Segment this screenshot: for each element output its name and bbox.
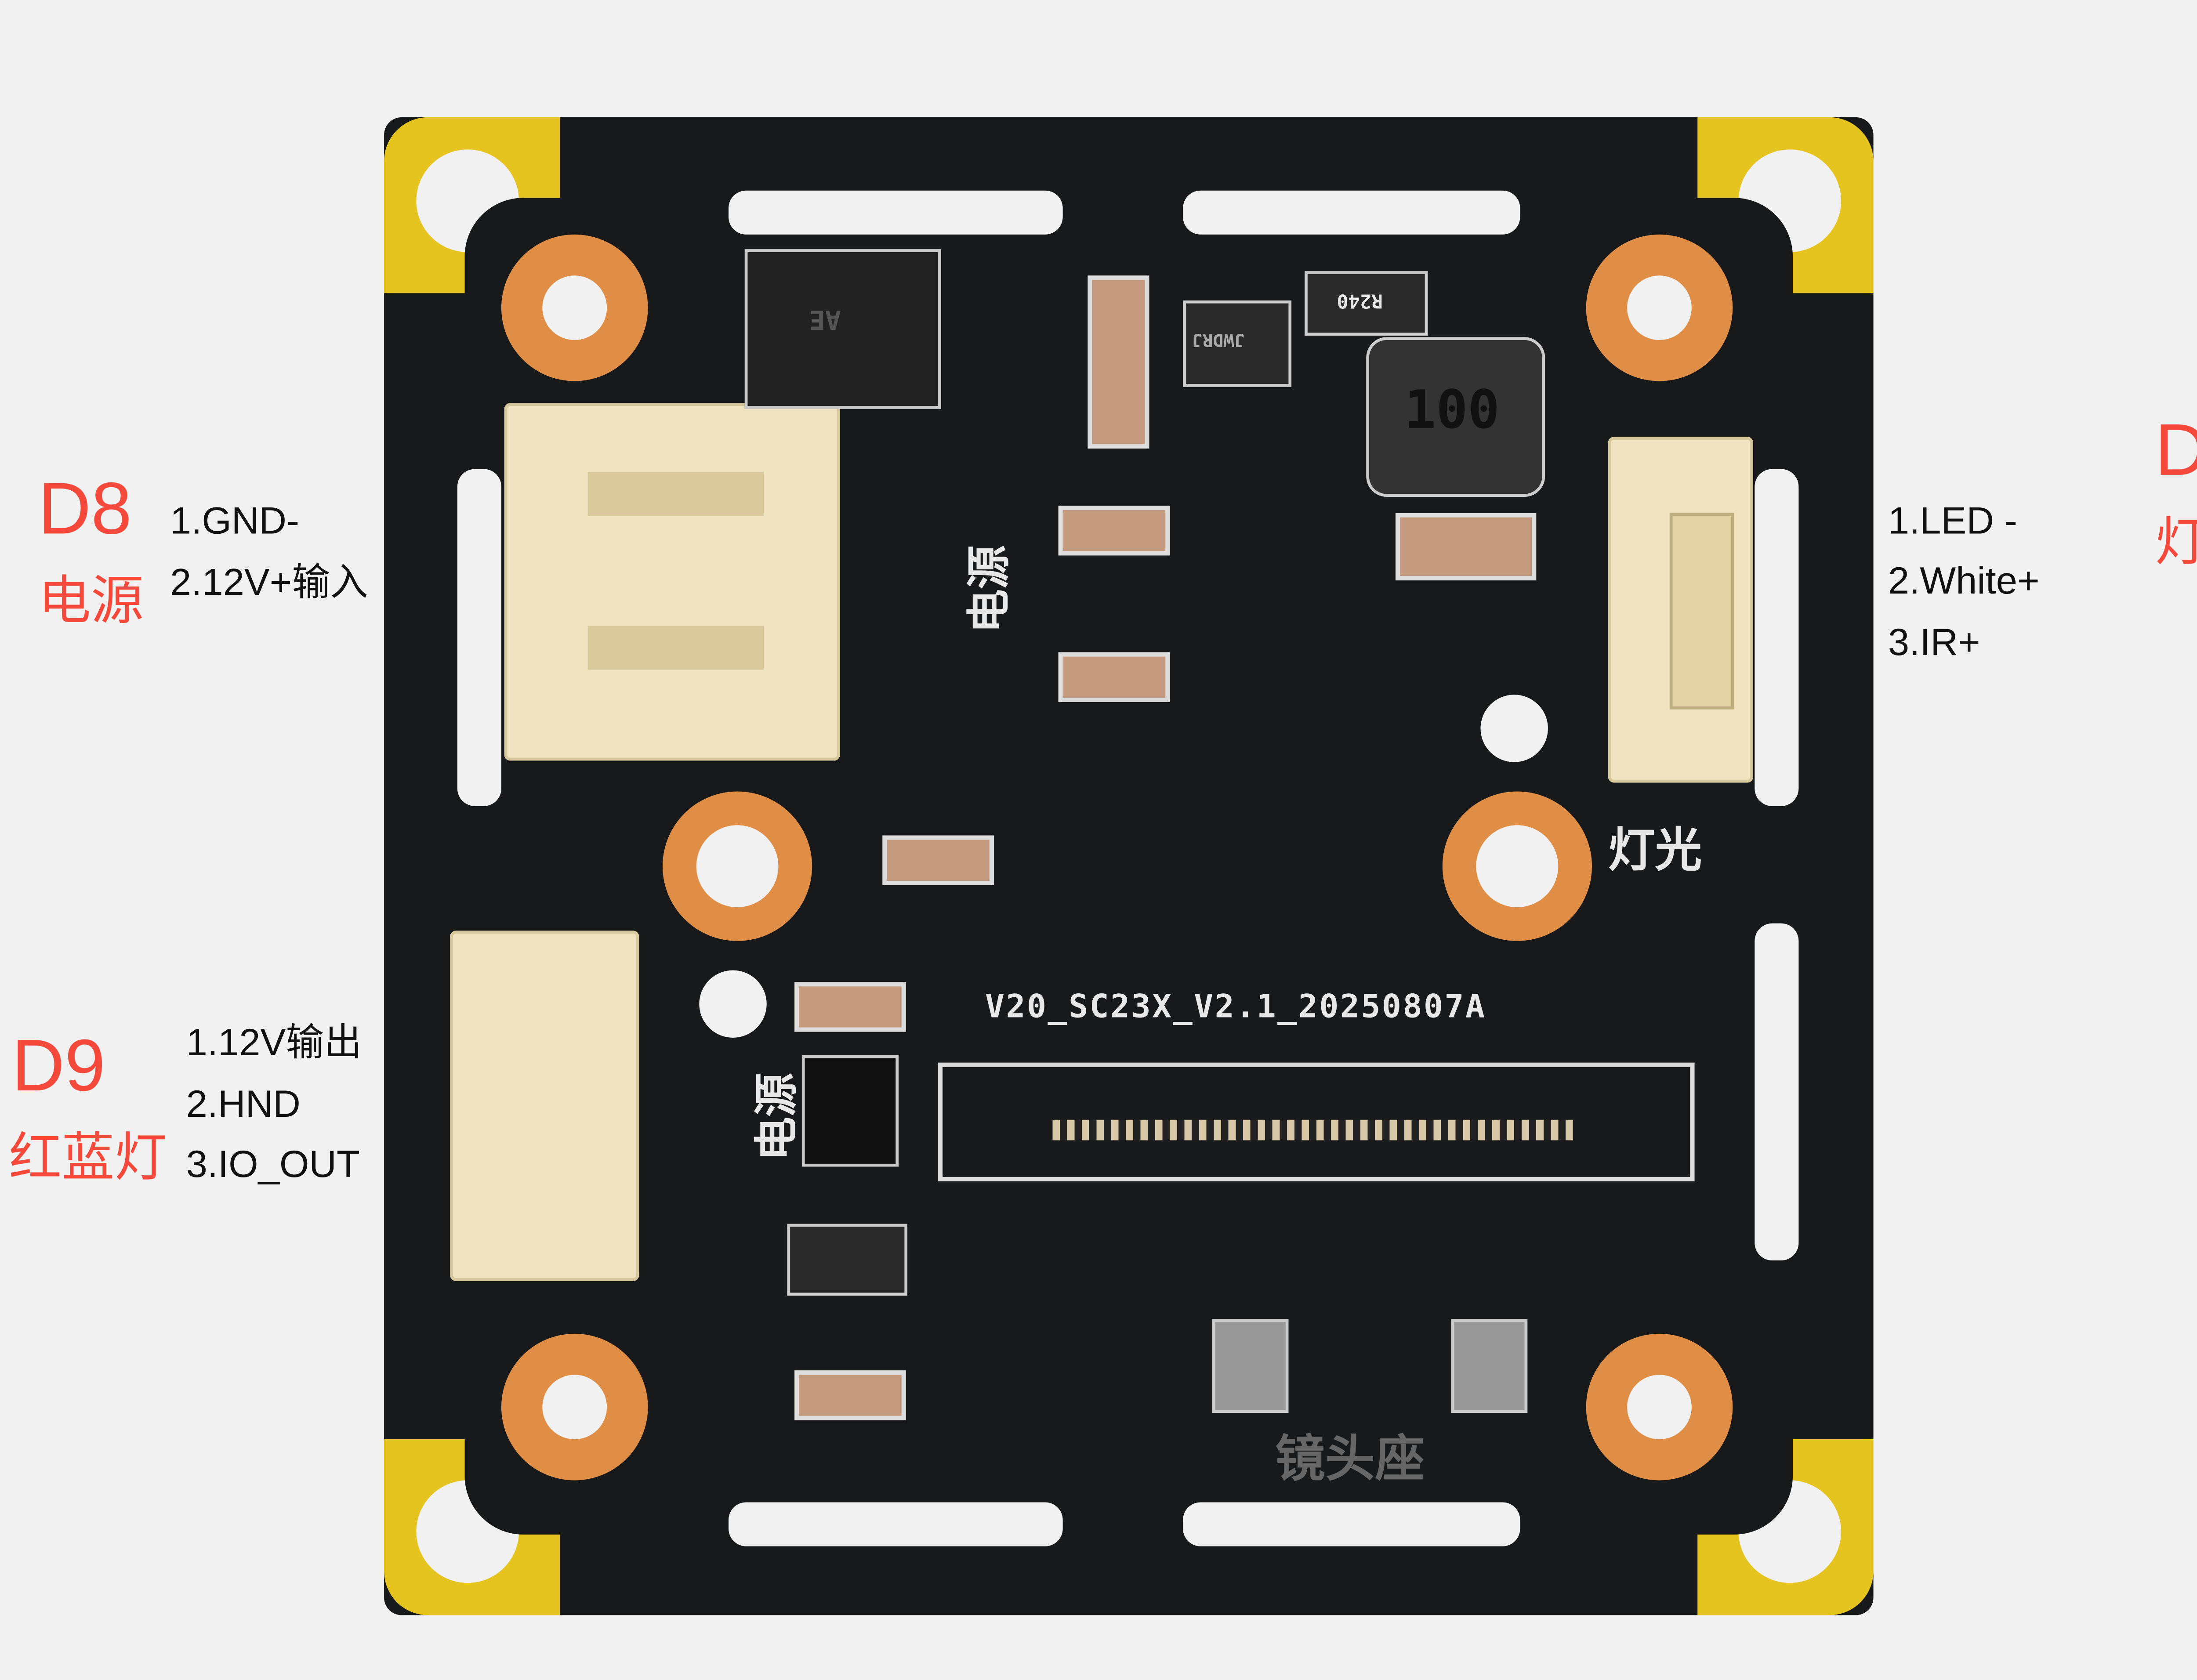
d8-pin-2: 2.12V+输入 xyxy=(170,560,368,604)
d9-id: D9 xyxy=(11,1024,105,1107)
d10-pin-3: 3.IR+ xyxy=(1888,620,1980,664)
d9-name: 红蓝灯 xyxy=(9,1127,167,1188)
slot xyxy=(1183,1502,1520,1546)
d9-pin-3: 3.IO_OUT xyxy=(186,1141,360,1186)
slot xyxy=(457,469,501,806)
slot xyxy=(1183,190,1520,235)
mounting-ring xyxy=(1586,1333,1733,1481)
inductor-marking: 100 xyxy=(1404,381,1500,442)
diode-component: AE xyxy=(744,249,941,409)
board-light-label: 灯光 xyxy=(1608,822,1702,878)
mounting-ring xyxy=(501,234,648,381)
capacitor xyxy=(1395,513,1537,581)
d9-pin-2: 2.HND xyxy=(186,1082,301,1126)
capacitor xyxy=(794,982,906,1032)
diode-marking: AE xyxy=(809,303,841,334)
d10-id: D10 xyxy=(2155,413,2197,487)
capacitor xyxy=(1058,505,1170,556)
inductor: 100 xyxy=(1366,337,1545,497)
slot xyxy=(729,1502,1063,1546)
d10-name: 灯光 xyxy=(2155,515,2197,568)
mounting-ring xyxy=(662,791,812,941)
board-power-label: 电源 xyxy=(964,545,1016,634)
board-version-text: V20_SC23X_V2.1_20250807A xyxy=(985,989,1486,1026)
fpc-connector xyxy=(938,1062,1695,1181)
resistor: R240 xyxy=(1305,271,1428,336)
board-lens-mount-label: 镜头座 xyxy=(1275,1430,1425,1489)
slot xyxy=(1755,469,1799,806)
lens-pad xyxy=(1451,1319,1528,1413)
capacitor xyxy=(882,835,994,886)
d10-pin-1: 1.LED - xyxy=(1888,498,2017,543)
small-hole xyxy=(699,970,767,1038)
mounting-ring xyxy=(501,1333,648,1481)
capacitor xyxy=(794,1370,906,1420)
connector-d10 xyxy=(1608,437,1753,783)
ic-chip xyxy=(801,1055,899,1167)
slot xyxy=(1755,923,1799,1261)
d8-id: D8 xyxy=(38,467,132,550)
connector-d8 xyxy=(504,403,840,761)
d9-pin-1: 1.12V输出 xyxy=(186,1020,362,1064)
connector-d9 xyxy=(450,931,639,1281)
capacitor xyxy=(1058,652,1170,702)
transistor xyxy=(787,1224,908,1296)
d8-pin-1: 1.GND- xyxy=(170,498,299,543)
d10-pin-2: 2.White+ xyxy=(1888,558,2040,603)
chip-marking: JWDRJ xyxy=(1192,329,1245,351)
board-power-label-2: 电源 xyxy=(752,1073,804,1161)
d8-name: 电源 xyxy=(38,570,144,630)
mounting-ring xyxy=(1442,791,1592,941)
resistor-marking: R240 xyxy=(1337,289,1383,311)
capacitor xyxy=(1088,275,1149,449)
slot xyxy=(729,190,1063,235)
mounting-ring xyxy=(1586,234,1733,381)
small-hole xyxy=(1480,695,1548,762)
lens-pad xyxy=(1212,1319,1289,1413)
pcb-board: AE 100 JWDRJ R240 V20_SC23X_V2.1_2025080… xyxy=(384,117,1874,1615)
ic-chip: JWDRJ xyxy=(1183,300,1292,387)
